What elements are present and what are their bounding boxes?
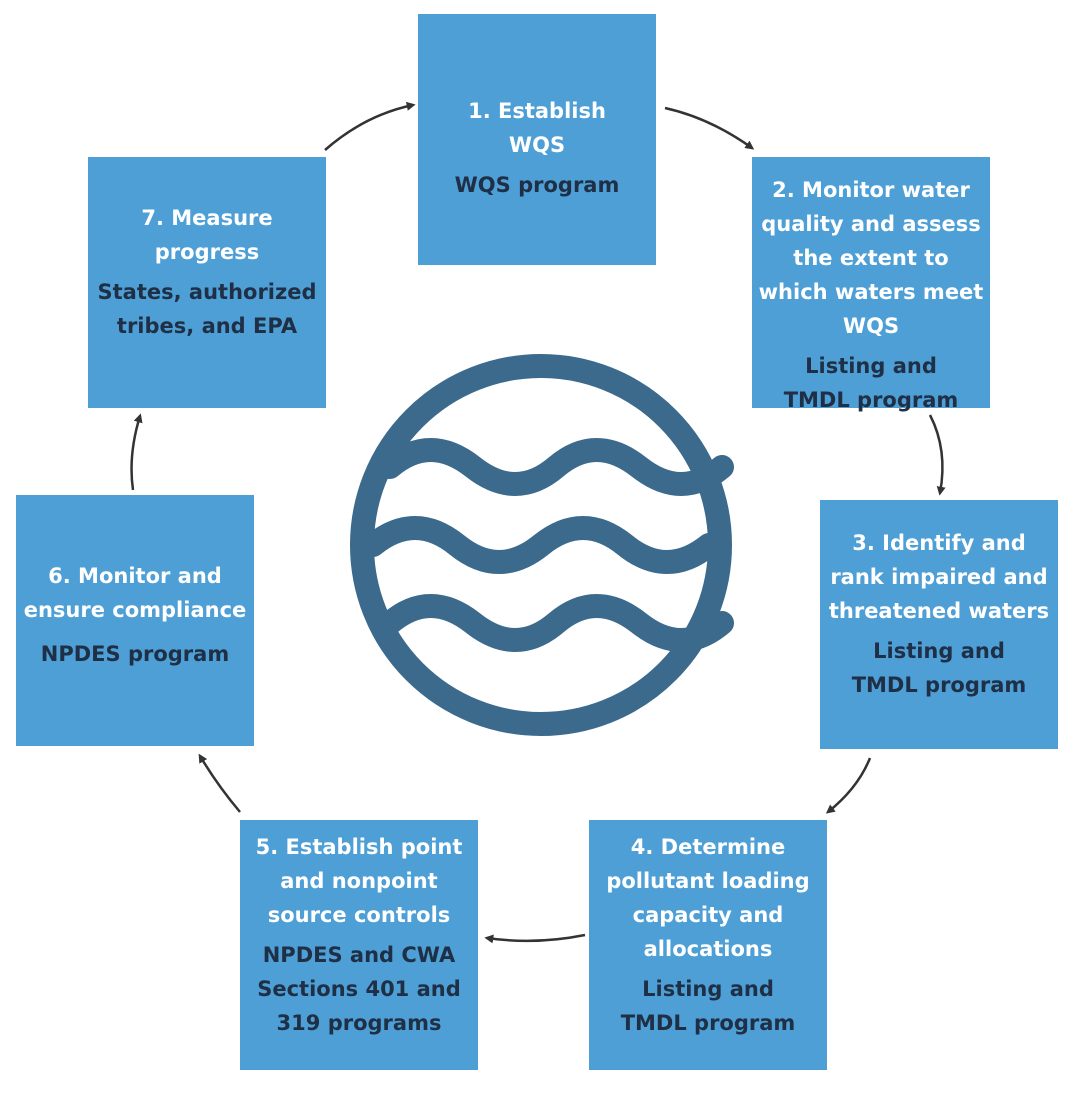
arrow-5-to-6 [198,753,241,813]
arrow-1-to-2 [664,106,755,150]
arrow-3-to-4 [825,757,872,814]
step-4-title: 4. Determine pollutant loading capacity … [606,835,810,961]
arrow-7-to-1 [324,101,416,151]
step-6-title: 6. Monitor and ensure compliance [23,564,247,622]
step-5-program: NPDES and CWA Sections 401 and 319 progr… [257,943,461,1035]
step-4-box: 4. Determine pollutant loading capacity … [589,820,827,1070]
step-2-box: 2. Monitor water quality and assess the … [752,157,990,412]
step-1-program: WQS program [454,173,620,197]
step-6-program: NPDES program [40,642,230,666]
step-2-title: 2. Monitor water quality and assess the … [758,178,984,338]
step-3-box: 3. Identify and rank impaired and threat… [820,500,1058,749]
step-7-box: 7. Measure progress States, authorized t… [88,157,326,408]
step-5-box: 5. Establish point and nonpoint source c… [240,820,478,1070]
step-7-title: 7. Measure progress [141,206,273,264]
arrow-4-to-5 [484,933,586,944]
step-4-program: Listing and TMDL program [620,977,796,1035]
step-3-title: 3. Identify and rank impaired and threat… [828,531,1050,623]
step-5-title: 5. Establish point and nonpoint source c… [255,835,463,927]
step-6-box: 6. Monitor and ensure compliance NPDES p… [16,495,254,746]
arrow-6-to-7 [130,413,143,491]
water-waves-icon [350,354,734,736]
step-1-box: 1. Establish WQS WQS program [418,14,656,265]
arrow-2-to-3 [928,414,946,496]
step-1-title: 1. Establish WQS [468,99,606,157]
step-2-program: Listing and TMDL program [783,354,959,412]
step-3-program: Listing and TMDL program [851,639,1027,697]
step-7-program: States, authorized tribes, and EPA [97,280,317,338]
